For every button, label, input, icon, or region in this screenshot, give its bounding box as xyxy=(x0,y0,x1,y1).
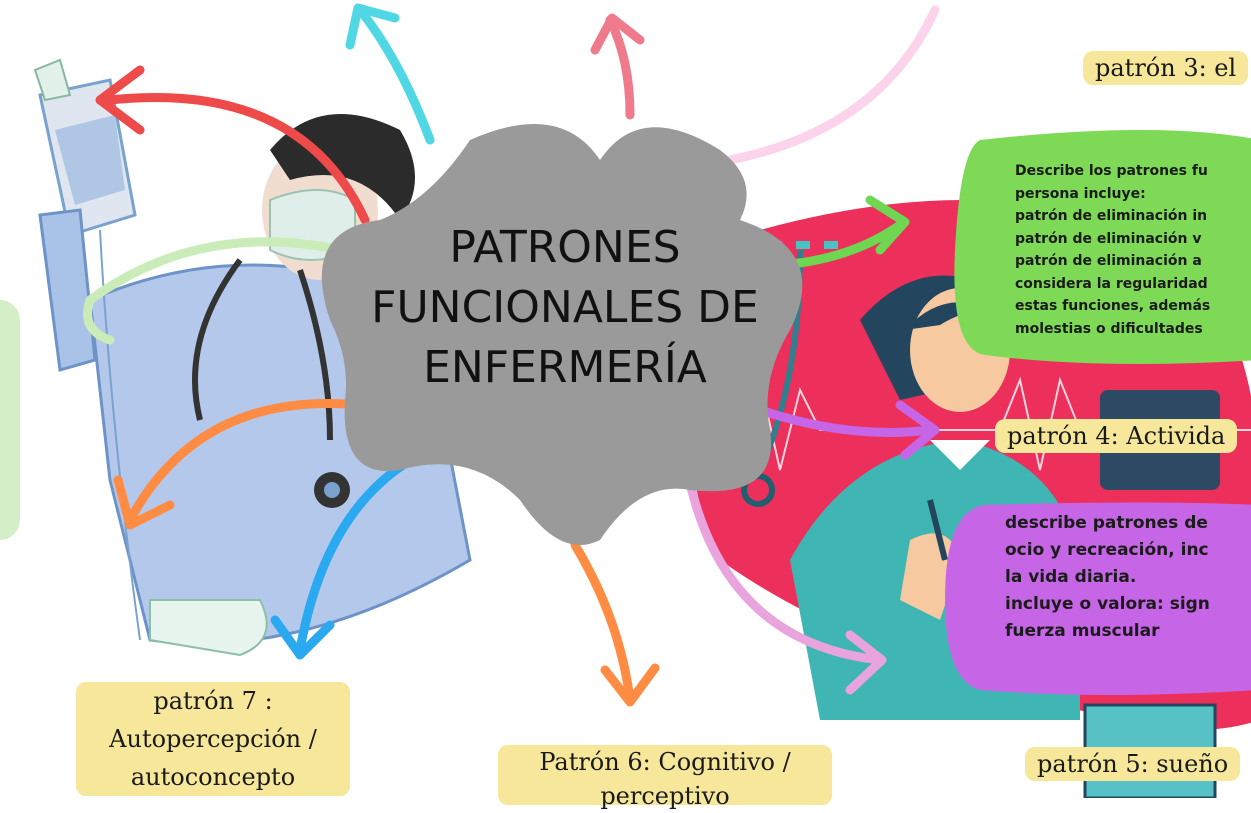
patron3-line: patrón de eliminación v xyxy=(1015,230,1202,247)
purple-arrow xyxy=(755,405,935,437)
patron3-line: persona incluye: xyxy=(1015,185,1146,202)
patron3-line: estas funciones, además xyxy=(1015,298,1211,314)
patron4-panel-bg xyxy=(945,502,1251,695)
patron3-line: considera la regularidad xyxy=(1015,275,1208,292)
patron4-line: describe patrones de xyxy=(1005,513,1208,533)
red-arrow xyxy=(105,93,370,225)
cyan-arrow xyxy=(355,5,435,145)
patron4-line: ocio y recreación, inc xyxy=(1005,540,1209,560)
patron3-line: Describe los patrones fu xyxy=(1015,163,1208,179)
patron4-title: patrón 4: Activida xyxy=(995,419,1238,453)
patron7-line: patrón 7 : xyxy=(153,687,273,715)
orange2-arrow xyxy=(125,398,365,525)
center-title-line: FUNCIONALES DE xyxy=(371,282,759,333)
center-title-line: ENFERMERÍA xyxy=(423,342,707,393)
patron7-title: patrón 7 : Autopercepción / autoconcepto xyxy=(76,682,350,796)
center-title: PATRONES FUNCIONALES DE ENFERMERÍA xyxy=(340,218,790,398)
orange-arrow xyxy=(570,540,635,705)
patron3-line: molestias o dificultades xyxy=(1015,320,1203,337)
patron6-title-line: Patrón 6: Cognitivo / xyxy=(539,748,791,776)
patron4-text: describe patrones de ocio y recreación, … xyxy=(1005,510,1210,645)
patron4-line: fuerza muscular xyxy=(1005,621,1160,641)
patron4-line: la vida diaria. xyxy=(1005,567,1137,587)
patron3-line: patrón de eliminación a xyxy=(1015,253,1202,269)
lightpink-arrow xyxy=(725,5,940,165)
patron3-panel-bg xyxy=(954,130,1251,364)
patron4-line: incluye o valora: sign xyxy=(1005,594,1210,614)
patron3-line: patrón de eliminación in xyxy=(1015,208,1208,224)
center-title-line: PATRONES xyxy=(449,222,681,273)
patron3-title: patrón 3: el xyxy=(1083,51,1249,85)
patron6-title: Patrón 6: Cognitivo / perceptivo xyxy=(498,745,832,810)
left-green-panel xyxy=(0,300,20,540)
patron7-line: autoconcepto xyxy=(130,763,296,791)
patron6-subtitle-line: perceptivo xyxy=(600,782,730,810)
pink-arrow xyxy=(605,15,635,120)
patron3-text: Describe los patrones fu persona incluye… xyxy=(1015,160,1210,340)
lightgreen-arrow xyxy=(83,237,345,345)
patron5-title: patrón 5: sueño xyxy=(1025,747,1241,781)
patron7-line: Autopercepción / xyxy=(109,725,317,753)
